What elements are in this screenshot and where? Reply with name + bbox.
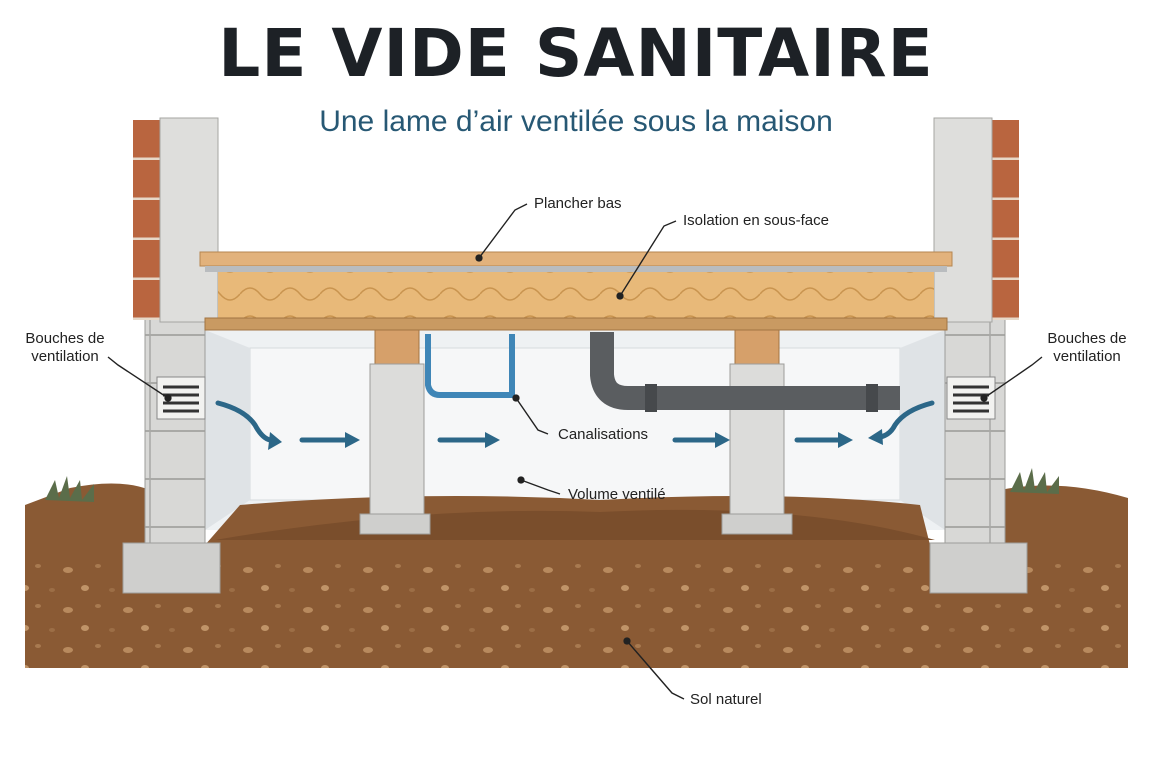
airflow-arrow [877, 400, 935, 440]
right-inner-wall [900, 330, 945, 530]
airflow-arrowhead [838, 432, 853, 448]
drain-pipe-joint [645, 384, 657, 412]
label-canalisations: Canalisations [558, 426, 649, 443]
leader-plancher [475, 203, 528, 262]
leader-canalisations [512, 394, 549, 435]
label-volume-ventile: Volume ventilé [568, 486, 666, 503]
label-vent-right-line2: ventilation [1053, 348, 1121, 365]
pier-left [369, 363, 425, 515]
airflow-arrowhead [868, 429, 883, 445]
label-vent-left-line1: Bouches de [25, 330, 105, 347]
floor-beam [204, 317, 948, 331]
brick-wall-left [133, 120, 160, 320]
grass-left [45, 476, 94, 502]
foundation-wall-right [944, 317, 1006, 544]
left-inner-wall [205, 330, 250, 530]
label-vent-right-line1: Bouches de [1047, 330, 1127, 347]
label-vent-right: Bouches de ventilation [1040, 330, 1134, 366]
drain-pipe-joint [866, 384, 878, 412]
label-vent-left-line2: ventilation [31, 348, 99, 365]
leader-sol [623, 637, 685, 700]
floor-membrane [205, 266, 947, 272]
foundation-wall-left [144, 317, 206, 544]
pier-base-right [721, 513, 793, 535]
leader-vent-left [107, 356, 172, 402]
vent-grille-left [156, 376, 206, 420]
airflow-arrowhead [268, 432, 282, 450]
concrete-wall-left [159, 117, 219, 323]
footing-right [929, 542, 1028, 594]
vent-grille-right [946, 376, 996, 420]
label-plancher-bas: Plancher bas [534, 195, 622, 212]
floor-slab [199, 251, 953, 267]
leader-isolation [616, 220, 677, 300]
leader-volume [517, 476, 561, 495]
brick-wall-right [992, 120, 1019, 320]
leader-vent-right [980, 356, 1043, 402]
water-pipe [425, 334, 515, 398]
pier-cap-right [734, 329, 780, 365]
label-isolation: Isolation en sous-face [683, 212, 829, 229]
airflow-arrowhead [485, 432, 500, 448]
concrete-wall-right [933, 117, 993, 323]
airflow-arrowhead [345, 432, 360, 448]
pier-base-left [359, 513, 431, 535]
drain-pipe [590, 332, 900, 410]
back-wall [249, 347, 901, 501]
grass-right [1010, 468, 1059, 494]
label-sol-naturel: Sol naturel [690, 691, 762, 708]
page-title: LE VIDE SANITAIRE [218, 15, 934, 92]
page-subtitle: Une lame d’air ventilée sous la maison [319, 105, 833, 138]
airflow-arrowhead [715, 432, 730, 448]
pier-cap-left [374, 329, 420, 365]
label-vent-left: Bouches de ventilation [18, 330, 112, 366]
airflow-arrow [215, 400, 273, 443]
footing-left [122, 542, 221, 594]
insulation-texture [218, 272, 934, 318]
